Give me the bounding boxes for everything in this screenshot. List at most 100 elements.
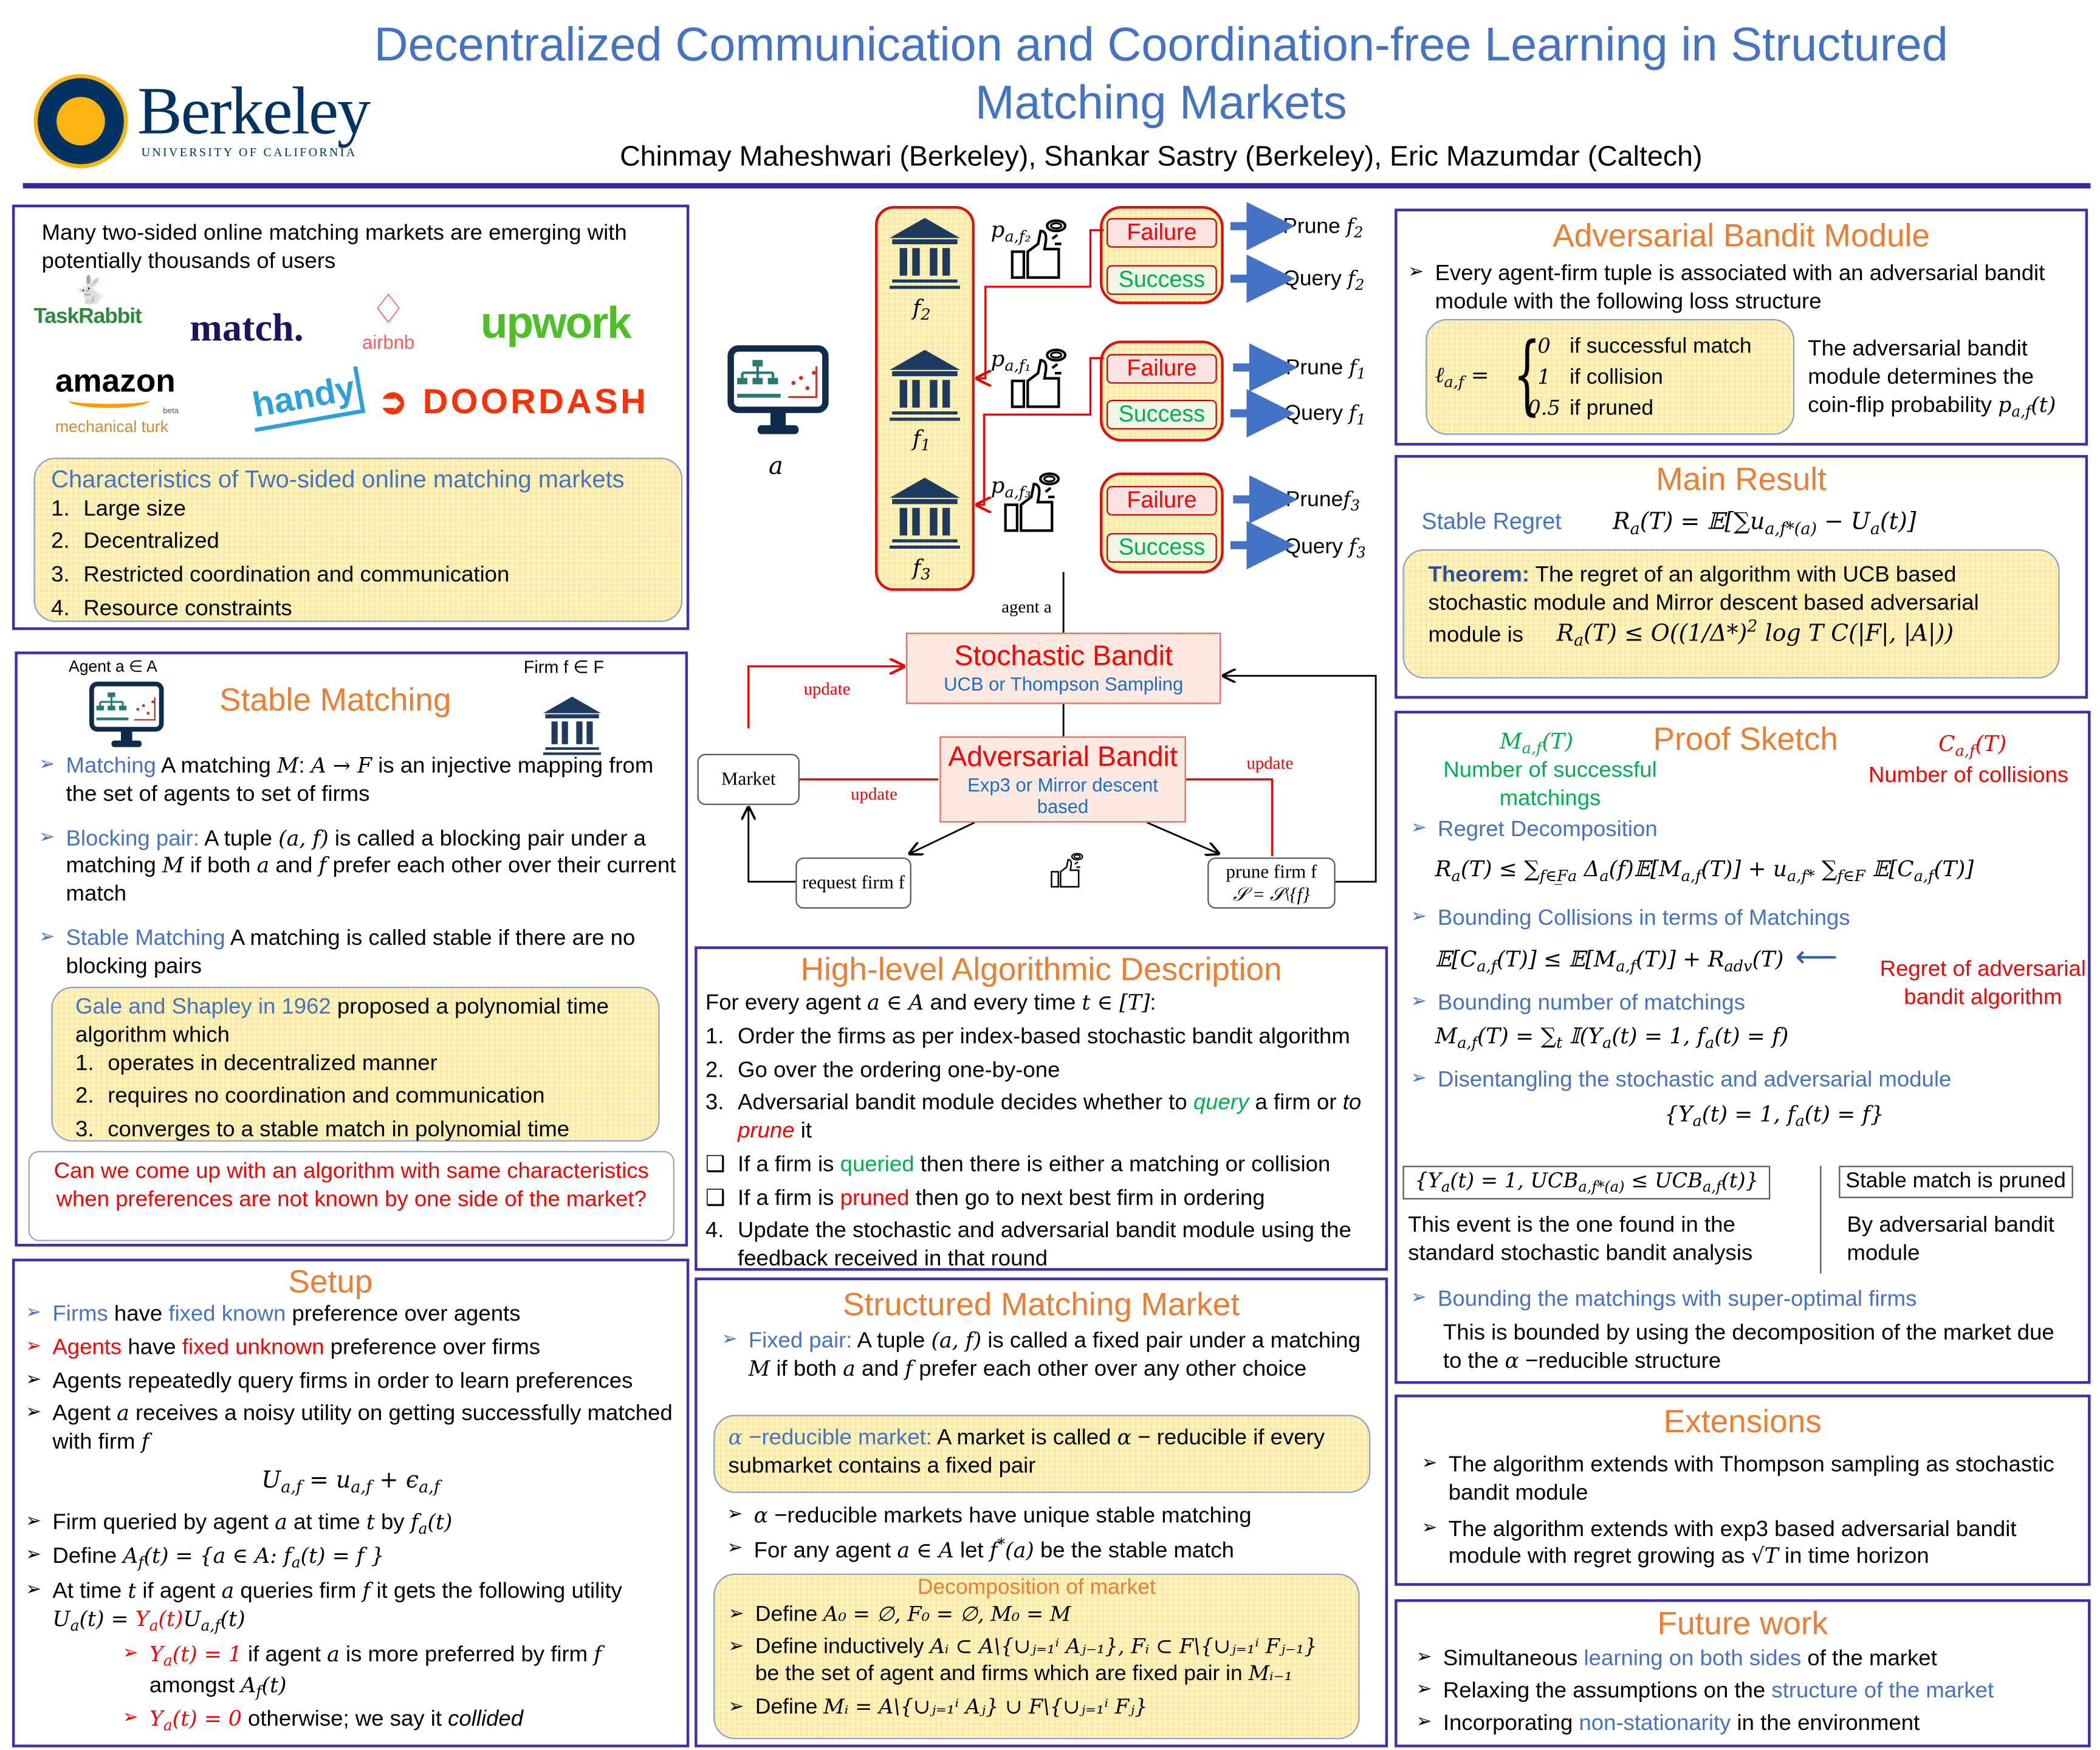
text-segment: preference over firms [324,1335,541,1360]
future-work-list: Simultaneous learning on both sides of t… [1416,1645,2088,1737]
loss-value: 0 [1537,334,1551,359]
m-description: Number of successful matchings [1443,758,1657,811]
list-item: At time t if agent a queries firm f it g… [26,1577,676,1636]
ucb-event-box: {Ya(t) = 1, UCBa,f*(a) ≤ UCBa,f(t)} [1402,1165,1771,1199]
pruned-event-box: Stable match is pruned [1839,1165,2073,1199]
text-segment: 2 [1354,224,1364,242]
c-symbol: Ca,f(T) [1938,730,2006,761]
doordash-logo: ➲ DOORDASH [379,380,649,424]
text-segment: f [1349,355,1357,380]
setup-bullets-2: Firm queried by agent a at time t by fa(… [26,1509,676,1636]
text-segment: (T)] [1934,856,1974,882]
prob-f1-label: pa,f₁ [991,345,1031,376]
text-segment: Fixed pair: [748,1328,853,1353]
stable-matching-title: Stable Matching [219,682,451,719]
text-segment: (T) ≤ O((1/Δ*) [1584,620,1748,648]
text-segment: in time horizon [1778,1544,1929,1569]
matching-formula: Ma,f(T) = ∑t 𝕀(Ya(t) = 1, fa(t) = f) [1435,1022,2084,1053]
airbnb-icon: ♢ [370,288,407,333]
text-segment: then there is either a matching or colli… [914,1152,1331,1177]
m-symbol: Ma,f(T) [1500,727,1573,758]
list-item-text: Large size [83,496,187,521]
text-segment: have [122,1335,182,1360]
list-item: 2.Go over the ordering one-by-one [705,1056,1380,1084]
text-segment: f [410,1509,419,1535]
text-segment: 𝔼[C [1865,856,1914,882]
text-segment: f [905,1355,913,1381]
authors: Chinmay Maheshwari (Berkeley), Shankar S… [620,141,1703,173]
text-segment: be the set of agent and firms which are … [755,1663,1249,1686]
extensions-panel: Extensions The algorithm extends with Th… [1395,1395,2091,1586]
text-segment: For every agent [705,990,868,1015]
text-segment: f [141,1428,149,1454]
text-segment: a,f [1702,1178,1721,1196]
ucb-event-text: This event is the one found in the stand… [1408,1213,1753,1265]
list-item: Relaxing the assumptions on the structur… [1416,1677,2088,1705]
text-segment: a,f [201,1616,221,1635]
text-segment: a,f₁ [1004,355,1031,375]
text-segment: (T)] ≤ 𝔼[M [1497,945,1616,972]
gale-shapley-box: Gale and Shapley in 1962 proposed a poly… [51,986,660,1144]
text-segment: f [1347,266,1356,291]
text-segment: f [138,1554,144,1573]
text-segment: a [117,1400,129,1426]
text-segment: in the environment [1731,1710,1920,1735]
text-segment: ∑ [1814,856,1837,882]
pruned-event-text: By adversarial bandit module [1847,1213,2054,1265]
amazon-text: amazon [55,363,176,400]
proof-body: Regret Decomposition Ra(T) ≤ ∑f∈F̲a Δa(f… [1411,816,2086,1137]
proof-sketch-title: Proof Sketch [1653,721,1838,758]
stochastic-bandit-title: Stochastic Bandit [954,640,1173,672]
list-item-text: Relaxing the assumptions on the structur… [1443,1678,1994,1703]
text-segment: a,f [1444,372,1464,391]
list-item: 3.Adversarial bandit module decides whet… [705,1089,1380,1145]
text-segment: f [1348,534,1357,559]
list-item: 4.Resource constraints [51,595,665,623]
text-segment: Aᵢ ⊂ A\{∪ⱼ₌₁ⁱ Aⱼ₋₁}, Fᵢ ⊂ F\{∪ⱼ₌₁ⁱ Fⱼ₋₁} [930,1635,1317,1659]
list-item-text: Matching A matching M: A → F is an injec… [66,752,654,806]
text-segment: and [269,854,319,879]
text-segment: 3 [921,564,931,584]
text-segment: if both [184,854,257,879]
text-segment: ≤ UCB [1624,1168,1703,1193]
text-segment: ℓ [1435,362,1444,388]
text-segment: (t) = 1, f [1701,1101,1796,1127]
text-segment: f [913,425,921,451]
text-segment: structure of the market [1771,1678,1994,1703]
text-segment: (t) [427,1509,453,1535]
text-segment: (T) = ∑ [1477,1023,1557,1049]
text-segment: (t) [2031,391,2056,417]
text-segment: Agent [52,1401,117,1426]
list-item: 2.requires no coordination and communica… [75,1083,636,1111]
text-segment: a,f [351,1477,372,1497]
text-segment: Blocking pair: [66,826,200,851]
text-segment: A matching is called stable if there are… [66,925,636,978]
poster-title: Decentralized Communication and Coordina… [337,16,1986,132]
text-segment: a,f [1955,741,1975,760]
super-optimal-heading: Bounding the matchings with super-optima… [1411,1286,2100,1314]
text-segment: Order the firms as per index-based stoch… [738,1024,1350,1049]
list-item-text: Go over the ordering one-by-one [738,1057,1060,1082]
list-item-text: The algorithm extends with exp3 based ad… [1449,1517,2017,1569]
list-item-text: operates in decentralized manner [108,1051,437,1076]
collision-formula: 𝔼[Ca,f(T)] ≤ 𝔼[Ma,f(T)] + Radv(T) [1435,944,1784,975]
future-work-panel: Future work Simultaneous learning on bot… [1395,1599,2091,1748]
text-segment: Define inductively [755,1636,930,1659]
text-segment: = [1464,362,1489,388]
text-segment: A₀ = ∅, F₀ = ∅, M₀ = M [823,1602,1071,1627]
text-segment: 𝕀(Y [1562,1023,1603,1049]
text-segment: (T) ≤ ∑ [1460,856,1540,882]
firm-f1-label: f1 [913,424,931,455]
logo-text: Berkeley [137,72,371,148]
text-segment: (t)] [1880,509,1916,536]
list-item: 1.Large size [51,495,665,523]
text-segment: (t) [158,1605,184,1632]
prob-f2-label: pa,f₂ [991,215,1031,246]
text-segment: M [1499,728,1522,754]
text-segment: Y [135,1605,149,1632]
text-segment: a [843,1355,856,1381]
text-segment: prune [738,1119,795,1144]
disentangling-heading: Disentangling the stochastic and adversa… [1411,1066,2084,1094]
